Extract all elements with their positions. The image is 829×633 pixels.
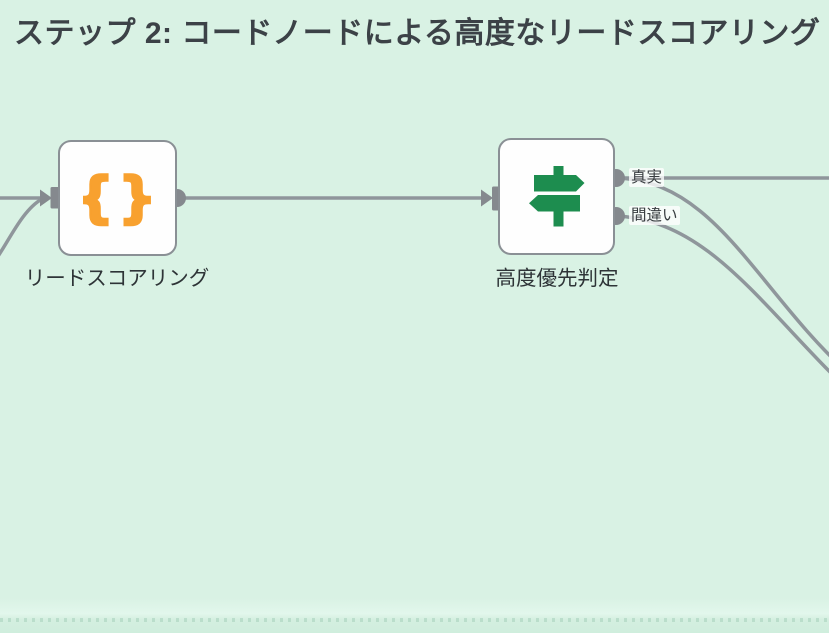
curly-braces-glyph: {} <box>83 166 153 229</box>
edge-false-curve[interactable] <box>615 214 829 398</box>
signpost-shapes <box>528 166 584 227</box>
page-title: ステップ 2: コードノードによる高度なリードスコアリング <box>14 17 821 50</box>
bottom-dot-grid <box>0 618 829 622</box>
edge-incoming-curve[interactable] <box>0 197 43 259</box>
node-label-priority-switch: 高度優先判定 <box>495 267 619 290</box>
input-arrow-icon[interactable] <box>40 189 52 207</box>
node-label-lead-scoring: リードスコアリング <box>24 267 210 290</box>
input-arrow-icon[interactable] <box>481 189 493 207</box>
signpost-icon <box>528 166 584 227</box>
output-label-false: 間違い <box>629 206 680 225</box>
node-lead-scoring[interactable]: {} <box>58 140 177 256</box>
output-label-true: 真実 <box>629 168 665 187</box>
bottom-band <box>0 598 829 633</box>
node-priority-switch[interactable] <box>498 138 615 255</box>
curly-braces-icon: {} <box>83 165 153 230</box>
